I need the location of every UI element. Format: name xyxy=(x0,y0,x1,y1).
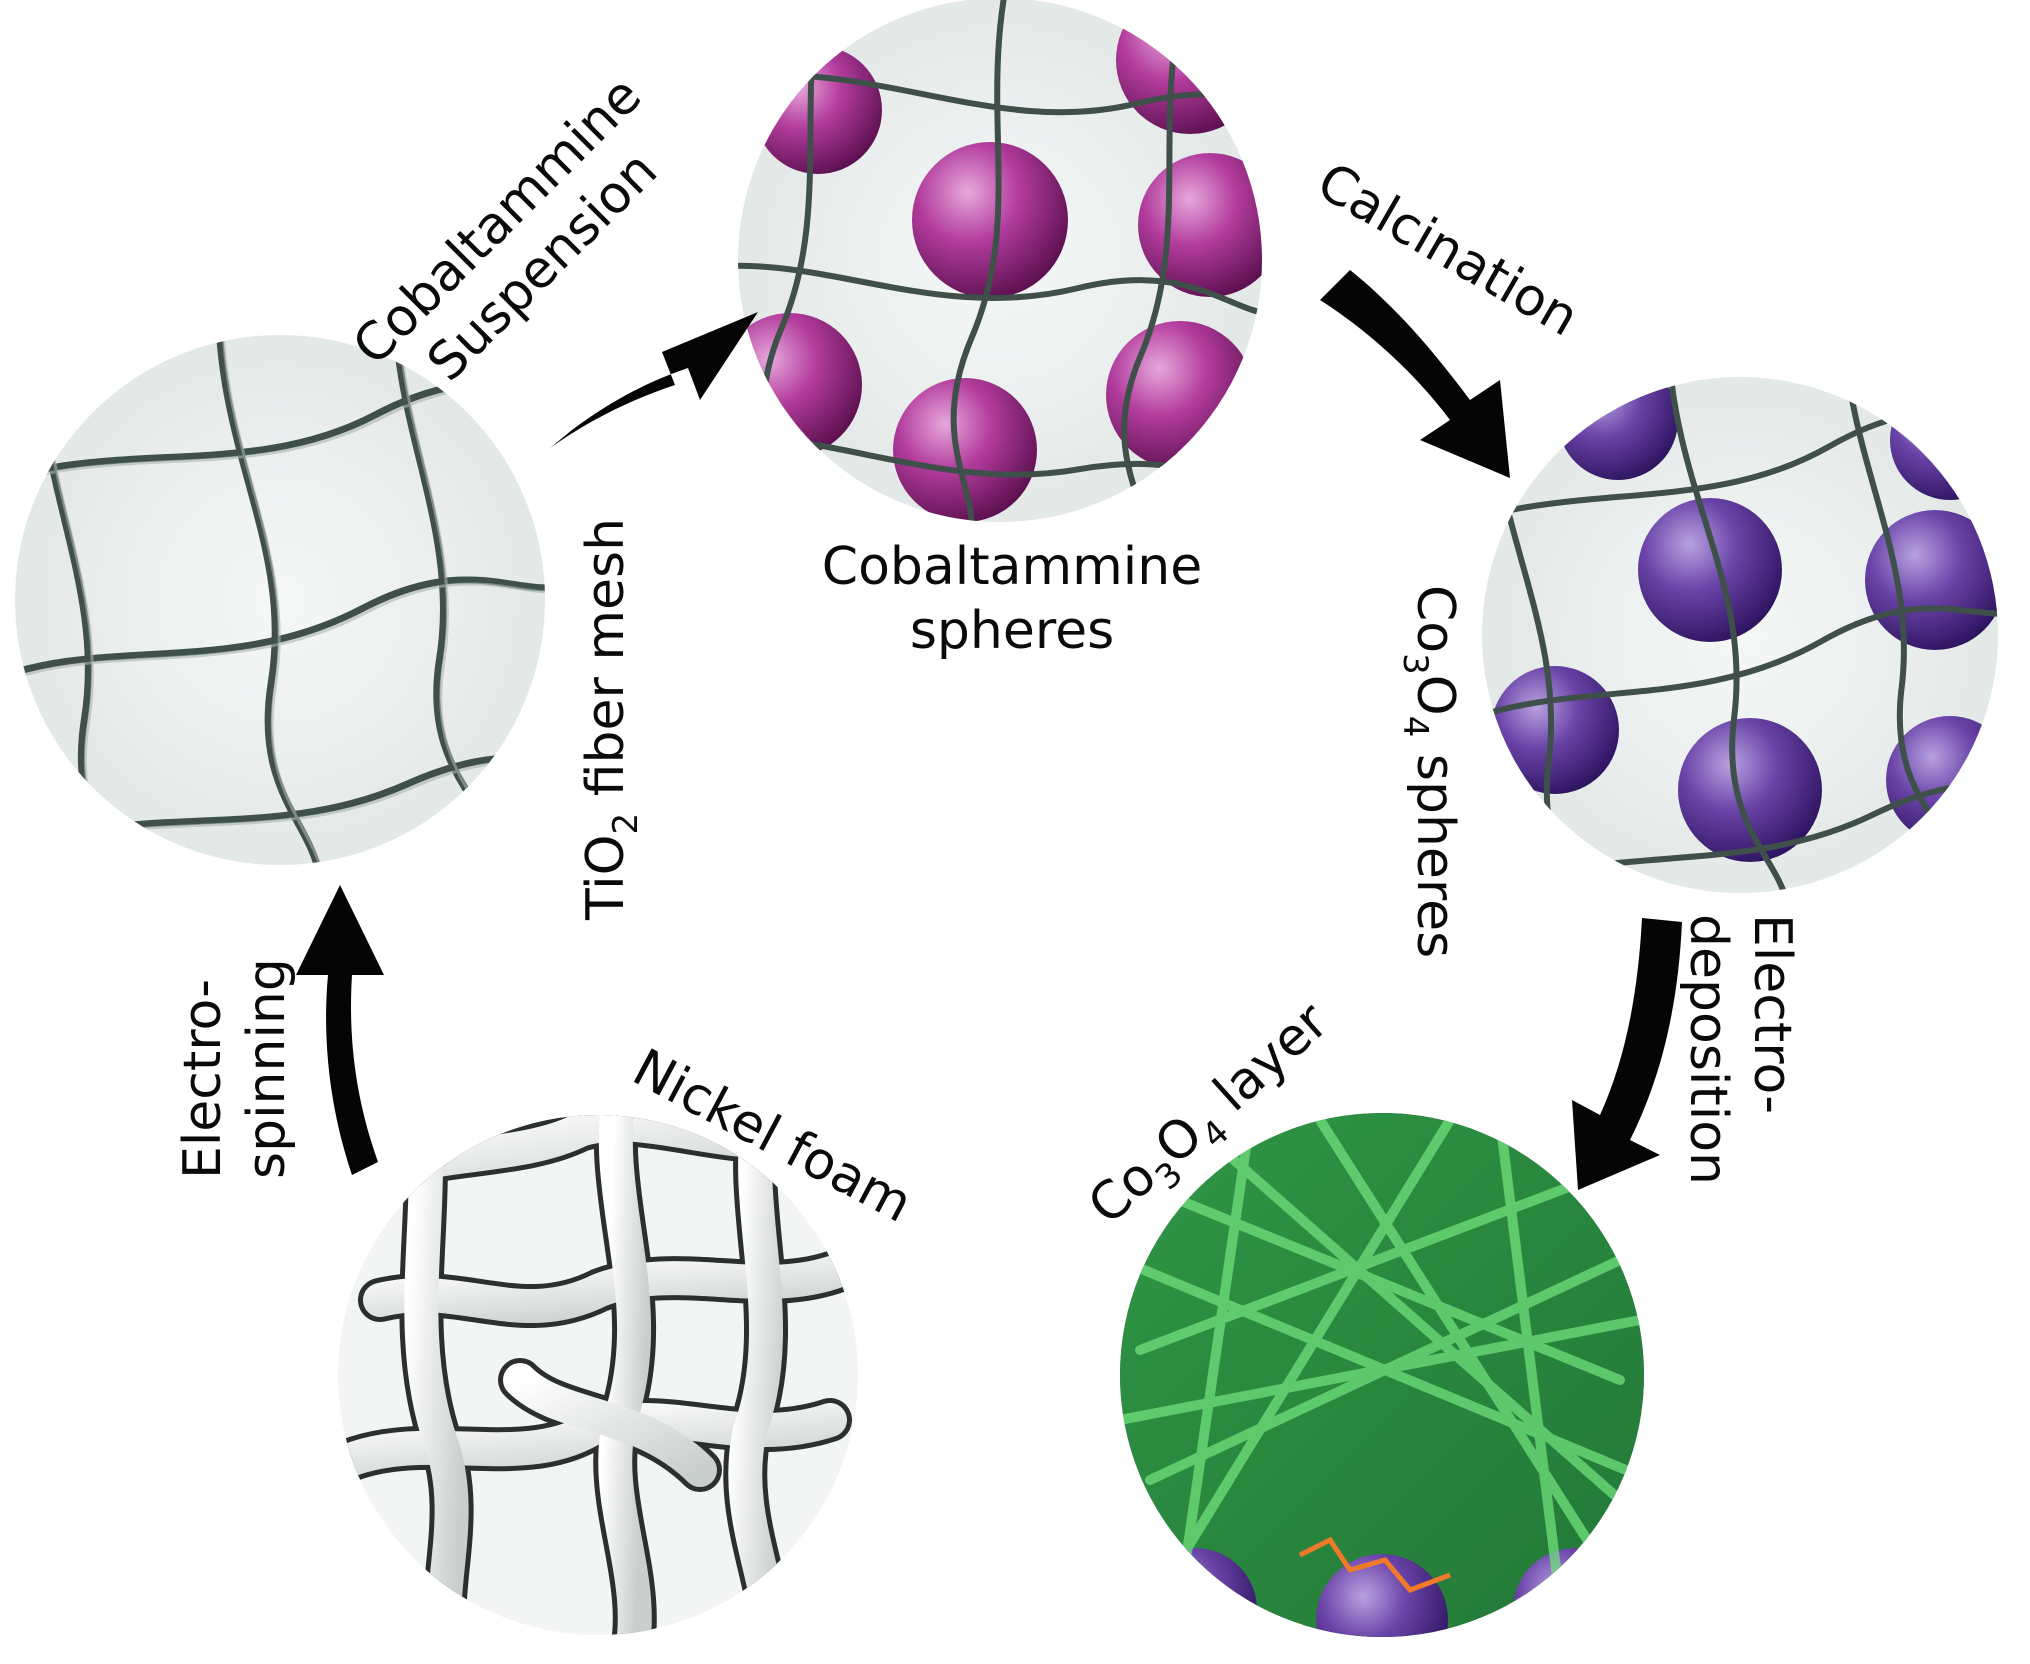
electrodeposition-step-label: Electro- deposition xyxy=(1678,914,1802,1185)
suspension-arrow xyxy=(550,312,758,448)
calcination-arrow xyxy=(1320,270,1510,478)
electrospinning-step-label: Electro- spinning xyxy=(173,958,297,1179)
co3o4-layer-image xyxy=(1120,1113,1644,1637)
cobaltammine-spheres-label: Cobaltammine spheres xyxy=(821,537,1203,661)
co3o4-spheres-label: Co3O4 spheres xyxy=(1395,585,1465,959)
electrodeposition-arrow xyxy=(1572,918,1682,1190)
tio2-fiber-mesh-image xyxy=(15,335,545,865)
cobaltammine-spheres-image xyxy=(738,0,1262,522)
electrospinning-arrow xyxy=(296,885,384,1175)
tio2-fiber-mesh-label: TiO2 fiber mesh xyxy=(576,517,646,920)
